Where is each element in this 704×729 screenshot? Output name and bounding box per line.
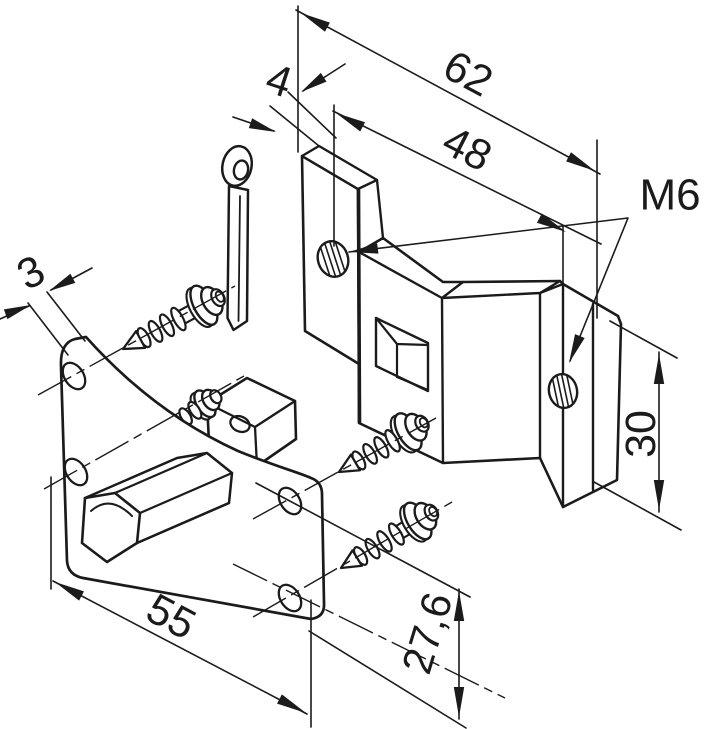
arrowhead xyxy=(248,118,276,132)
screw-tip xyxy=(337,453,362,474)
screw-3 xyxy=(337,412,430,474)
cotter-pin-split-line xyxy=(237,195,241,322)
thread-hatch xyxy=(556,375,565,408)
cotter-pin-eye-hole xyxy=(232,159,250,181)
centerline-screw-4 xyxy=(252,501,453,618)
arrowhead xyxy=(566,152,595,171)
centerline-screw-1 xyxy=(37,285,236,396)
dimension-48-label: 48 xyxy=(435,117,499,181)
threaded-hole-flange xyxy=(547,372,579,410)
dimension-m6: M6 xyxy=(348,171,701,362)
bracket-inner-edges xyxy=(357,250,595,509)
arrowhead xyxy=(349,243,379,254)
dimension-arrowheads xyxy=(3,13,665,717)
dimension-62-label: 62 xyxy=(436,42,501,107)
arrowhead xyxy=(277,694,306,713)
pin-lug-edges xyxy=(205,399,297,468)
arrowhead xyxy=(453,591,465,621)
plate-hole-bottom-right xyxy=(277,583,303,613)
arrowhead xyxy=(536,213,566,232)
screw-part xyxy=(158,313,176,338)
arrowhead xyxy=(653,480,665,510)
bracket-silhouette xyxy=(357,236,623,509)
dimension-4-label: 4 xyxy=(260,54,298,107)
cotter-pin-stem xyxy=(226,184,250,332)
screw-part xyxy=(384,429,401,453)
bracket-front-edge-bold xyxy=(356,188,362,424)
dimension-3-lines xyxy=(0,267,93,356)
hex-boss-face-arc xyxy=(90,502,133,517)
thread-hatch xyxy=(334,242,346,272)
screw-part xyxy=(147,319,164,343)
thread-hatch xyxy=(324,243,337,277)
dimension-3-label: 3 xyxy=(9,246,52,300)
screw-part xyxy=(170,306,187,332)
plate-hole-mid-right xyxy=(277,486,303,516)
arrowhead xyxy=(653,354,665,384)
dimension-27-6-label: 27,6 xyxy=(393,587,462,679)
thread-hatch xyxy=(329,241,342,275)
arrowhead xyxy=(336,113,366,132)
arrowhead xyxy=(49,273,76,291)
thread-hatch xyxy=(551,379,560,407)
hex-boss-facets xyxy=(113,451,234,545)
arrowhead xyxy=(3,305,32,320)
centerline-screw-2 xyxy=(43,375,245,490)
screw-1 xyxy=(121,284,226,351)
dimension-30-label: 30 xyxy=(617,410,665,458)
threaded-hole-upper xyxy=(316,240,350,278)
thread-hole-rim xyxy=(316,240,350,278)
screw-part xyxy=(418,417,429,429)
thread-hole-rim xyxy=(547,372,579,410)
spacer-plate-step-edge xyxy=(375,178,385,240)
cotter-pin xyxy=(220,144,254,332)
square-hole-depth-edges xyxy=(374,316,430,392)
dimension-48-lines xyxy=(332,104,602,304)
dimension-62-lines xyxy=(295,5,601,319)
arrowhead xyxy=(569,334,585,363)
arrowhead xyxy=(453,687,465,717)
thread-hatch xyxy=(319,247,331,276)
arrowhead xyxy=(55,582,84,601)
arrowhead xyxy=(301,72,327,92)
dimension-55-lines xyxy=(50,476,312,728)
thread-hatch xyxy=(566,375,574,404)
arrowhead xyxy=(301,13,330,32)
screw-part xyxy=(214,290,225,303)
hex-output-boss xyxy=(80,451,234,564)
centerline-hole-lower xyxy=(232,563,506,699)
dimension-m6-label: M6 xyxy=(639,171,700,220)
support-bracket xyxy=(300,144,623,509)
pin-hole xyxy=(229,414,251,434)
centerline-screw-3 xyxy=(252,417,437,520)
thread-hatch xyxy=(560,374,570,407)
dimension-4: 4 xyxy=(232,54,346,147)
dimension-4-lines xyxy=(232,63,346,147)
